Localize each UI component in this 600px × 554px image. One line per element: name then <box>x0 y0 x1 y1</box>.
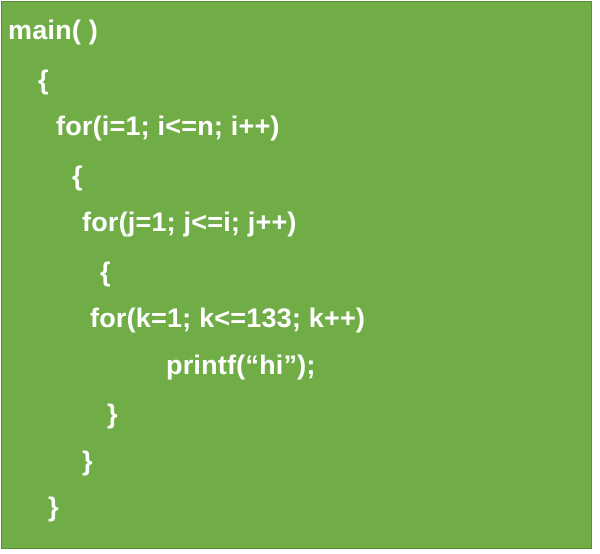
code-line-close-brace-i: } <box>82 446 93 476</box>
code-line-open-brace-i: { <box>72 161 83 191</box>
code-line-for-k: for(k=1; k<=133; k++) <box>90 303 366 333</box>
code-line-close-brace-j: } <box>107 399 118 429</box>
code-line-for-i: for(i=1; i<=n; i++) <box>56 111 280 141</box>
code-line-open-brace-j: { <box>100 257 111 287</box>
code-line-open-brace-main: { <box>38 65 49 95</box>
code-line-close-brace-main: } <box>48 492 59 522</box>
code-line-main: main( ) <box>8 15 98 45</box>
code-line-printf: printf(“hi”); <box>166 350 316 380</box>
code-line-for-j: for(j=1; j<=i; j++) <box>82 207 297 237</box>
code-block: main( ) { for(i=1; i<=n; i++) { for(j=1;… <box>1 1 592 549</box>
